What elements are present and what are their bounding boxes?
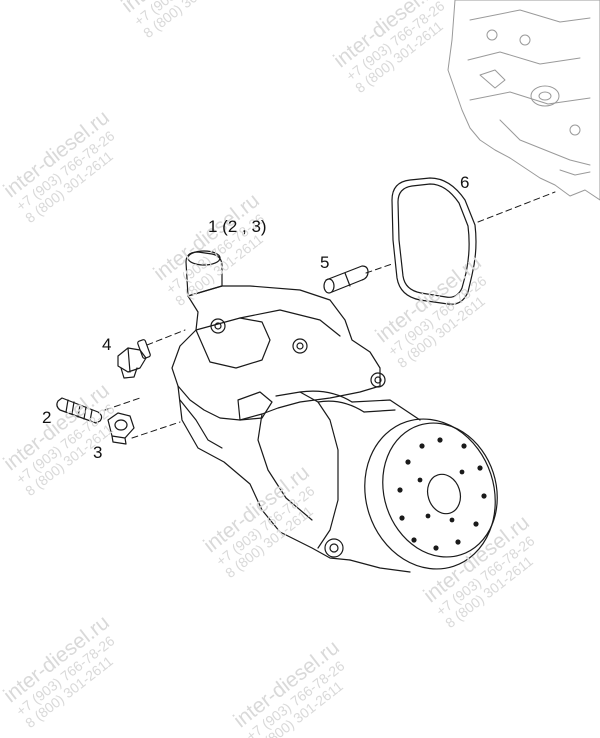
part-6-gasket bbox=[391, 177, 477, 305]
callout-part-6: 6 bbox=[460, 173, 470, 192]
callout-part-3: 3 bbox=[93, 443, 103, 462]
part-3-nut bbox=[107, 412, 135, 445]
callout-part-2: 2 bbox=[42, 408, 52, 427]
part-2-stud bbox=[56, 397, 103, 424]
part-5-dowel-pin bbox=[323, 265, 369, 294]
callout-part-5: 5 bbox=[320, 253, 330, 272]
part-4-sensor bbox=[117, 339, 151, 379]
leader-lines bbox=[104, 191, 556, 439]
callout-part-1: 1 (2 , 3) bbox=[208, 217, 267, 236]
part-1-pump-assembly bbox=[171, 250, 498, 573]
callout-part-4: 4 bbox=[102, 335, 112, 354]
engine-block bbox=[447, 0, 600, 201]
